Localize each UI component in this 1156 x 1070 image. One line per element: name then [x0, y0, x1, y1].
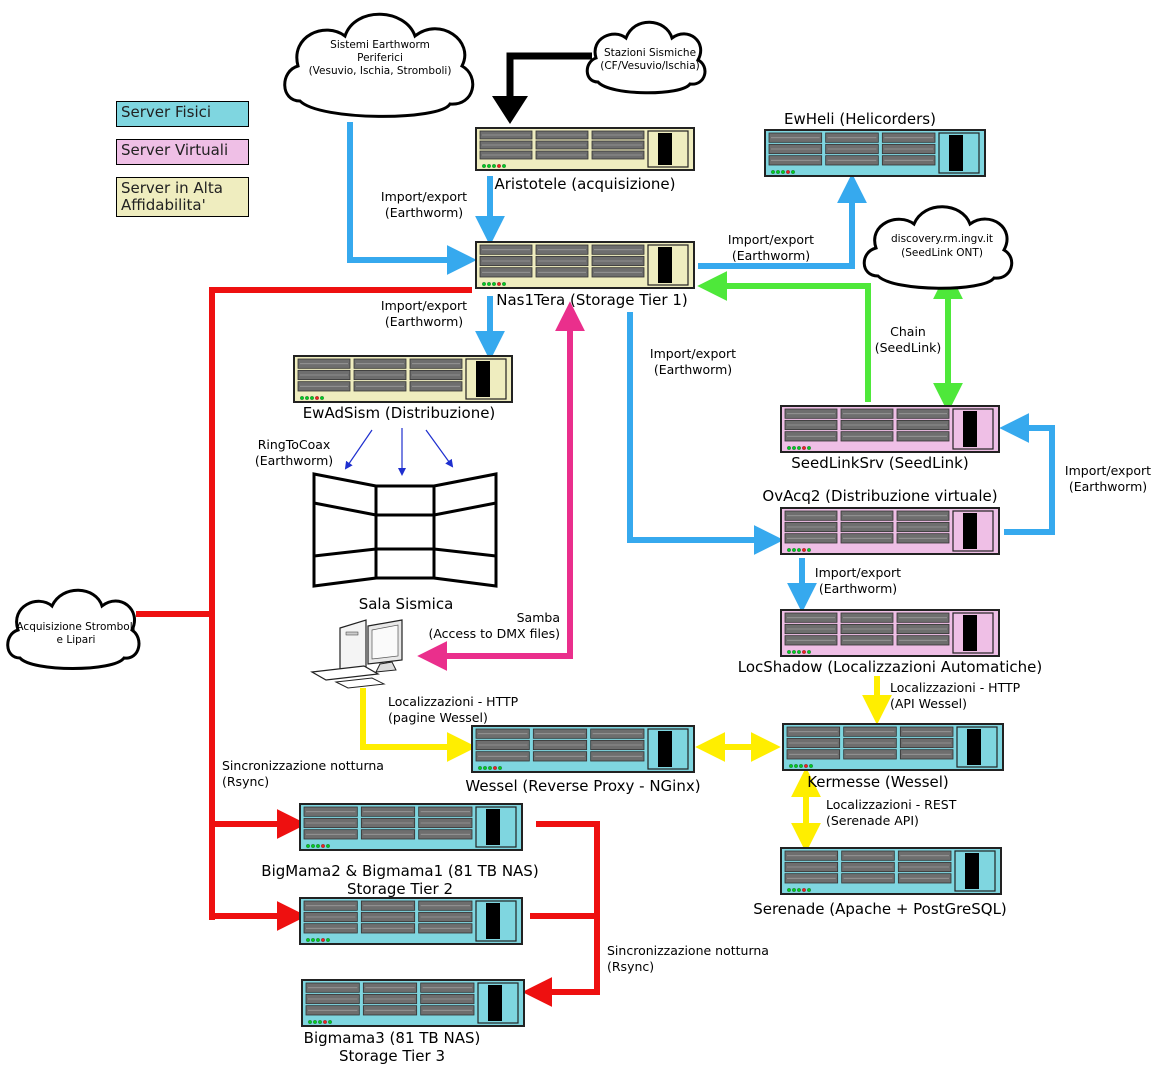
- rsync-line-tier3: [522, 821, 600, 1007]
- video-wall-icon: [312, 472, 498, 588]
- server-wessel-icon: [471, 725, 695, 773]
- server-ewheli-icon: [764, 129, 986, 177]
- cloud-earthworm-periferici: Sistemi Earthworm Periferici (Vesuvio, I…: [283, 12, 475, 118]
- label-ie2-line1: Import/export: [381, 298, 467, 313]
- label-ie5-line1: Import/export: [1065, 463, 1151, 478]
- label-chain-line1: Chain: [890, 324, 926, 339]
- label-rest-line2: (Serenade API): [826, 813, 919, 828]
- ringtocoax-arrow-right: [425, 429, 454, 468]
- cloud-earthworm-line3: (Vesuvio, Ischia, Stromboli): [309, 65, 452, 77]
- cloud-earthworm-line1: Sistemi Earthworm: [330, 39, 430, 51]
- server-locshadow-icon: [780, 609, 1000, 657]
- label-ie2-line2: (Earthworm): [385, 314, 463, 329]
- ew-arrow-periferici: [347, 122, 477, 275]
- server-label-ewheli: EwHeli (Helicorders): [784, 110, 936, 128]
- server-nas1tera-icon: [475, 241, 695, 289]
- label-rsync1-line1: Sincronizzazione notturna: [222, 758, 384, 773]
- server-label-ewadsism: EwAdSism (Distribuzione): [303, 404, 496, 422]
- labels: Import/export (Earthworm) Import/export …: [222, 189, 1151, 974]
- server-bigmama2-icon: [299, 803, 523, 851]
- clouds: Sistemi Earthworm Periferici (Vesuvio, I…: [6, 12, 1014, 670]
- label-samba-line2: (Access to DMX files): [428, 626, 560, 641]
- server-ewadsism-icon: [293, 355, 513, 403]
- label-chain-line2: (SeedLink): [875, 340, 942, 355]
- label-rsync2-line1: Sincronizzazione notturna: [607, 943, 769, 958]
- server-seedlinksrv-icon: [780, 405, 1000, 453]
- label-rsync2-line2: (Rsync): [607, 959, 654, 974]
- cloud-stromboli-line2: e Lipari: [57, 634, 96, 646]
- server-labels: Aristotele (acquisizione) Nas1Tera (Stor…: [261, 110, 1042, 1065]
- server-label-bigmama3-line2: Storage Tier 3: [339, 1047, 445, 1065]
- legend-alta-affidabilita-label: Server in Alta Affidabilita': [121, 179, 223, 214]
- connectors: [136, 52, 1055, 1007]
- label-ie1-line1: Import/export: [381, 189, 467, 204]
- http-arrow-pc-wessel: [360, 688, 477, 762]
- legend-virtuali-label: Server Virtuali: [121, 141, 229, 159]
- label-ie3-line2: (Earthworm): [732, 248, 810, 263]
- label-http-wessel-line2: (pagine Wessel): [388, 710, 488, 725]
- label-ie6-line1: Import/export: [815, 565, 901, 580]
- rsync-line-main: [209, 287, 472, 920]
- label-ie4-line1: Import/export: [650, 346, 736, 361]
- server-label-bigmama2-line2: Storage Tier 2: [347, 880, 453, 898]
- server-serenade-icon: [780, 847, 1002, 895]
- label-ringtocoax-line1: RingToCoax: [258, 437, 331, 452]
- cloud-stazioni-sismiche: Stazioni Sismiche (CF/Vesuvio/Ischia): [585, 20, 707, 95]
- server-label-aristotele: Aristotele (acquisizione): [494, 175, 675, 193]
- seedlink-arrow-chain: [697, 271, 871, 402]
- cloud-stromboli: Acquisizione Stromboli e Lipari: [6, 588, 141, 670]
- cloud-stromboli-line1: Acquisizione Stromboli: [16, 621, 135, 633]
- legend-virtuali: Server Virtuali: [116, 139, 249, 165]
- sala-sismica-label: Sala Sismica: [359, 595, 454, 613]
- server-label-locshadow: LocShadow (Localizzazioni Automatiche): [738, 658, 1042, 676]
- label-ie6-line2: (Earthworm): [819, 581, 897, 596]
- server-kermesse-icon: [782, 723, 1004, 771]
- samba-arrow: [417, 301, 585, 671]
- cloud-discovery-line2: (SeedLink ONT): [901, 247, 983, 259]
- label-samba-line1: Samba: [517, 610, 560, 625]
- server-label-bigmama2-line1: BigMama2 & Bigmama1 (81 TB NAS): [261, 862, 538, 880]
- server-label-ovacq2: OvAcq2 (Distribuzione virtuale): [762, 487, 997, 505]
- cloud-discovery: discovery.rm.ingv.it (SeedLink ONT): [862, 205, 1014, 290]
- label-ie3-line1: Import/export: [728, 232, 814, 247]
- label-http-api-line1: Localizzazioni - HTTP: [890, 680, 1021, 695]
- legend-fisici: Server Fisici: [116, 101, 249, 127]
- server-label-wessel: Wessel (Reverse Proxy - NGinx): [465, 777, 700, 795]
- ringtocoax-arrow-left: [344, 429, 373, 470]
- cloud-stazioni-line2: (CF/Vesuvio/Ischia): [600, 60, 700, 72]
- server-label-nas1tera: Nas1Tera (Storage Tier 1): [496, 291, 687, 309]
- label-ie4-line2: (Earthworm): [654, 362, 732, 377]
- label-ringtocoax-line2: (Earthworm): [255, 453, 333, 468]
- server-bigmama3-icon: [301, 979, 525, 1027]
- server-bigmama1-icon: [299, 897, 523, 945]
- server-label-serenade: Serenade (Apache + PostGreSQL): [753, 900, 1007, 918]
- cloud-discovery-line1: discovery.rm.ingv.it: [891, 233, 993, 245]
- server-label-bigmama3-line1: Bigmama3 (81 TB NAS): [304, 1029, 481, 1047]
- label-http-api-line2: (API Wessel): [890, 696, 967, 711]
- server-ovacq2-icon: [780, 507, 1000, 555]
- ew-arrow-ovacq2-seedlink: [999, 413, 1055, 535]
- server-aristotele-icon: [475, 127, 695, 171]
- cloud-stazioni-line1: Stazioni Sismiche: [604, 47, 696, 59]
- server-label-kermesse: Kermesse (Wessel): [807, 773, 949, 791]
- legend-fisici-label: Server Fisici: [121, 103, 212, 121]
- input-arrow-stazioni: [506, 52, 592, 102]
- workstation-icon: [310, 619, 403, 689]
- legend-alta-affidabilita: Server in Alta Affidabilita': [116, 177, 249, 217]
- label-rest-line1: Localizzazioni - REST: [826, 797, 957, 812]
- input-arrowhead-stazioni: [492, 96, 528, 124]
- label-http-wessel-line1: Localizzazioni - HTTP: [388, 694, 519, 709]
- label-ie1-line2: (Earthworm): [385, 205, 463, 220]
- ew-arrow-nas-ewheli: [698, 173, 867, 269]
- label-ie5-line2: (Earthworm): [1069, 479, 1147, 494]
- ew-arrow-nas-ovacq2: [627, 312, 784, 555]
- servers: [293, 127, 1004, 1027]
- cloud-earthworm-line2: Periferici: [357, 52, 403, 64]
- label-rsync1-line2: (Rsync): [222, 774, 269, 789]
- server-label-seedlinksrv: SeedLinkSrv (SeedLink): [791, 454, 968, 472]
